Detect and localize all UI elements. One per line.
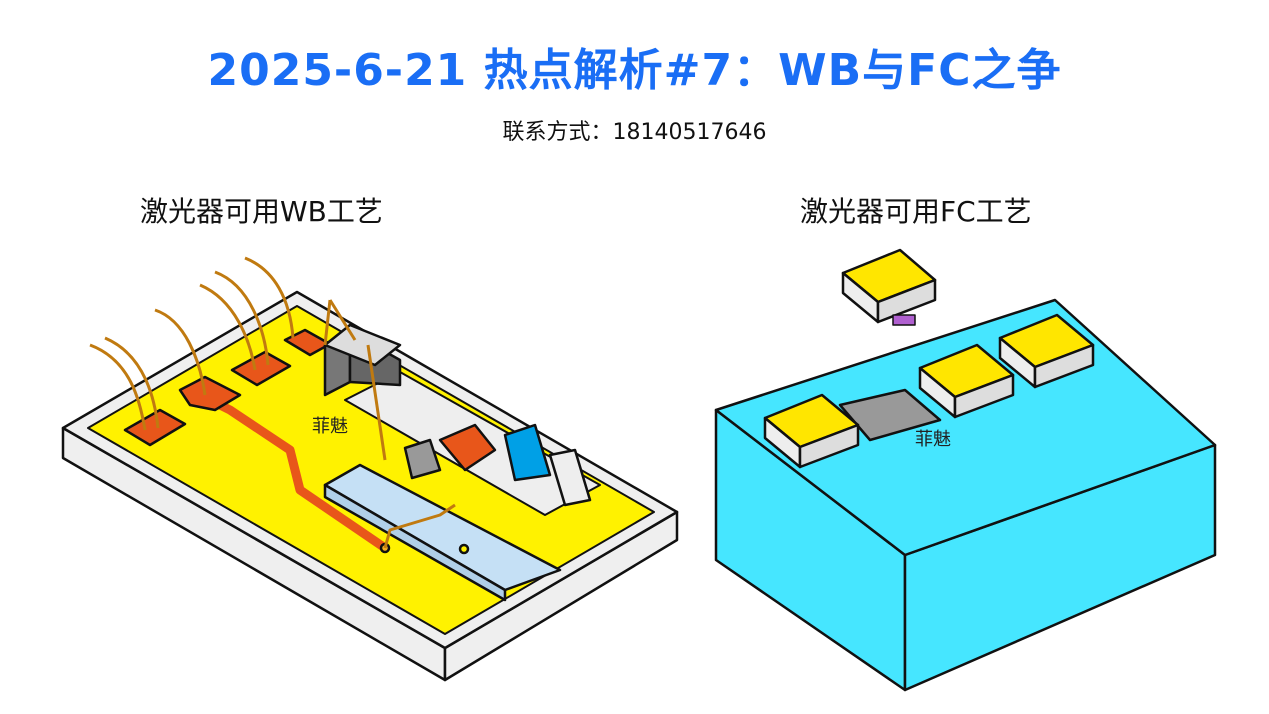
bond-point	[458, 543, 470, 555]
chip-grey	[403, 438, 442, 480]
bond-pad	[123, 408, 187, 447]
laser-chip-orange	[438, 423, 497, 472]
lens-blue	[503, 423, 552, 482]
bond-wires	[89, 256, 456, 549]
watermark-right: 菲魅	[915, 429, 951, 450]
watermark-left: 菲魅	[312, 416, 348, 437]
lens-holder	[548, 448, 592, 507]
flip-chip-mounted	[918, 343, 1015, 419]
caption-wb: 激光器可用WB工艺	[140, 195, 383, 228]
capacitor-top	[323, 323, 402, 367]
fc-laser-module	[714, 248, 1217, 692]
wb-laser-module	[61, 256, 679, 682]
contact-info: 联系方式：18140517646	[502, 120, 767, 145]
flip-chip-mounted	[763, 393, 860, 469]
flip-chip-floating	[841, 248, 937, 326]
submount-side	[323, 483, 507, 602]
page-title: 2025-6-21 热点解析#7：WB与FC之争	[207, 45, 1062, 96]
flip-chip-mounted	[998, 313, 1095, 389]
caption-fc: 激光器可用FC工艺	[800, 195, 1032, 228]
cavity	[838, 388, 942, 442]
